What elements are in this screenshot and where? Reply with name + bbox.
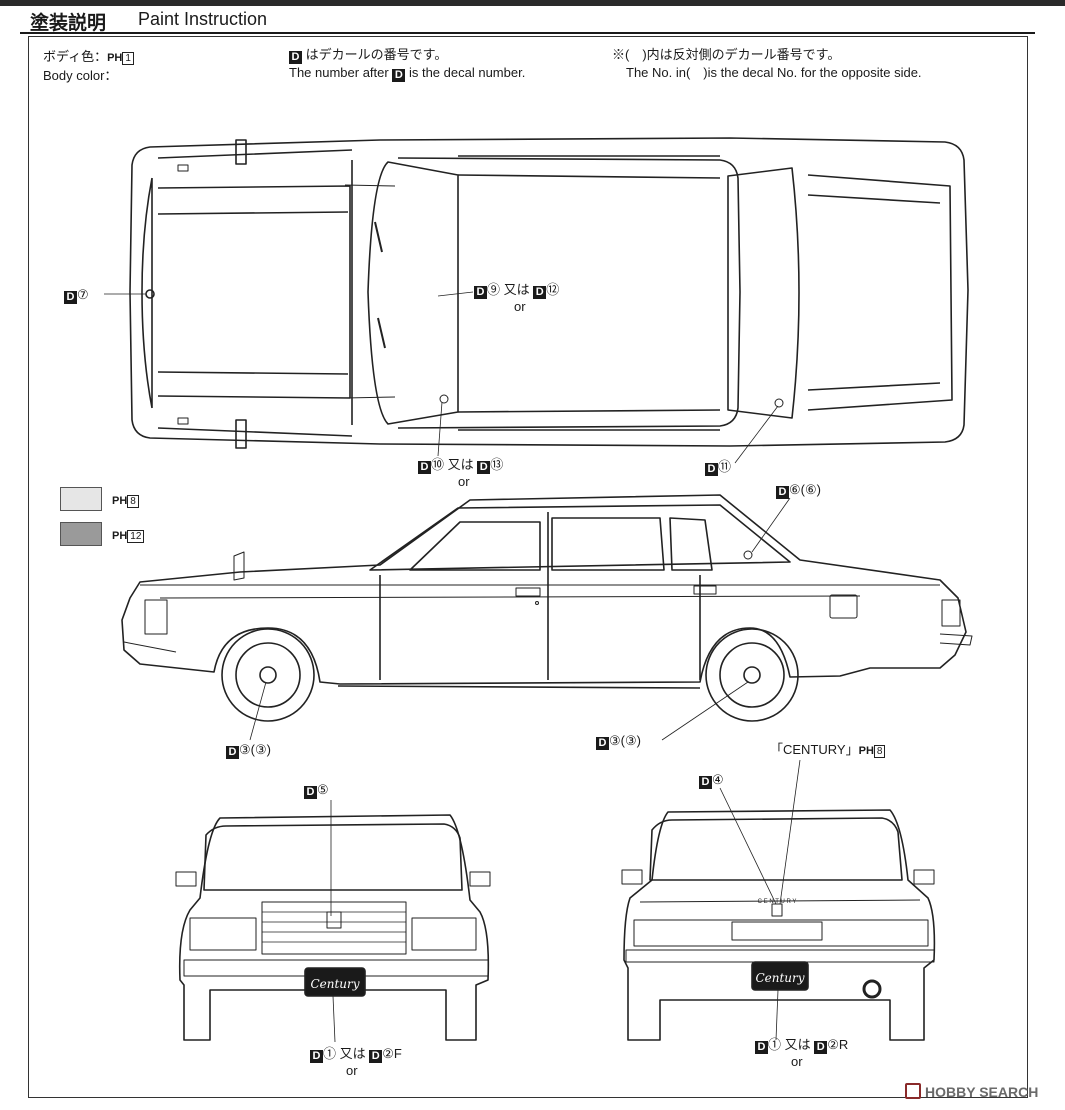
front-plate-text: Century (310, 977, 359, 991)
decal-mark: D (289, 51, 302, 64)
decal-number-note: D はデカールの番号です。 The number after D is the … (289, 47, 526, 82)
title-jp: 塗装説明 (30, 12, 107, 34)
rear-view-car (621, 809, 936, 1041)
top-view-car (129, 137, 969, 449)
section-header: 塗装説明 Paint Instruction (20, 6, 1035, 34)
swatch-dark-chip (60, 522, 102, 546)
ph-mark: PH (107, 52, 123, 64)
rear-trunk-lettering: C E N T U R Y (758, 899, 797, 905)
watermark-logo-icon (905, 1083, 921, 1099)
front-view-car (175, 814, 491, 1041)
top-bar (0, 0, 1065, 6)
watermark: HOBBY SEARCH (905, 1083, 1038, 1100)
instruction-frame (28, 36, 1028, 1098)
leader-lines (104, 291, 801, 1043)
rear-plate-text: Century (755, 971, 804, 985)
swatch-light-chip (60, 487, 102, 511)
side-view-car (121, 494, 973, 722)
title-en: Paint Instruction (138, 9, 268, 29)
opposite-side-note: ※( )内は反対側のデカール番号です。 The No. in( )is the … (612, 47, 922, 80)
